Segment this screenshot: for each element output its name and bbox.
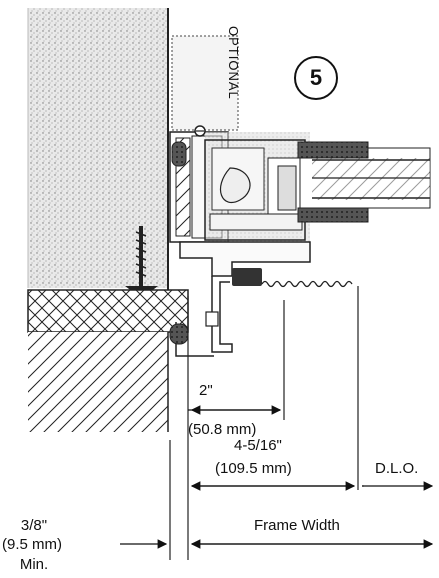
frame-extrusion [169, 125, 311, 357]
dim-4-5-16-mm-label: (109.5 mm) [215, 460, 292, 477]
extension-lines [169, 286, 359, 560]
optional-extension [171, 35, 239, 131]
sill-crosshatch [27, 289, 189, 333]
masonry-wall [27, 8, 168, 288]
dim-2in-mm-label: (50.8 mm) [188, 421, 257, 438]
frame-width-label: Frame Width [254, 517, 340, 534]
detail-number: 5 [309, 65, 323, 90]
dim-3-8-label: 3/8" [20, 517, 48, 534]
glass-unit [297, 141, 431, 223]
sealant-wave [261, 280, 353, 288]
dim-3-8-min-label: Min. [19, 556, 49, 573]
dim-3-8-mm-label: (9.5 mm) [2, 536, 62, 553]
dlo-label: D.L.O. [375, 460, 419, 477]
dim-2in-label: 2" [199, 382, 213, 399]
optional-text: OPTIONAL [226, 26, 241, 100]
dim-4-5-16-label: 4-5/16" [234, 437, 282, 454]
detail-badge [294, 56, 338, 100]
substrate-hatch [28, 332, 168, 432]
dimension-lines [120, 405, 434, 549]
